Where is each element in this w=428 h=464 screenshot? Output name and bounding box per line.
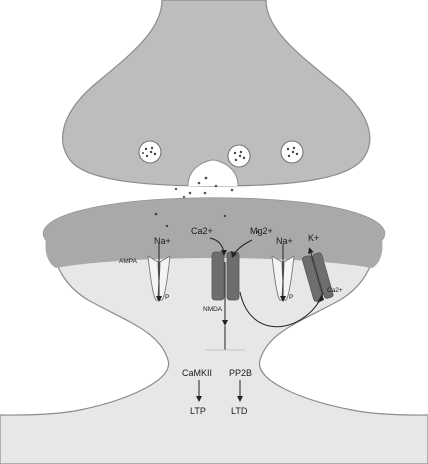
ampa-label: AMPA — [119, 258, 138, 265]
vesicle-middle — [227, 144, 251, 168]
calcium-channel-label: Ca2+ — [327, 287, 343, 294]
postsynaptic-density — [43, 198, 385, 268]
presynaptic-terminal — [62, 0, 371, 187]
phospho-left-label: P — [165, 294, 169, 301]
vesicle-right — [280, 140, 304, 164]
potassium-channel — [301, 247, 334, 302]
sodium-left-label: Na+ — [154, 236, 171, 246]
magnesium-arrow — [233, 239, 253, 255]
sodium-right-label: Na+ — [276, 236, 293, 246]
camkii-label: CaMKII — [182, 368, 212, 378]
potassium-label: K+ — [308, 233, 319, 243]
pp2b-label: PP2B — [229, 368, 252, 378]
nmda-receptor — [211, 251, 240, 326]
vesicle-left — [138, 140, 162, 164]
ltd-label: LTD — [231, 406, 248, 416]
ampa-receptor-left — [147, 244, 171, 302]
phospho-right-label: P — [289, 294, 293, 301]
ampa-receptor-right — [271, 244, 295, 302]
signalling-curve-arrow — [239, 291, 321, 328]
calcium-top-label: Ca2+ — [191, 226, 213, 236]
density-particles — [154, 212, 260, 234]
ltp-label: LTP — [190, 406, 206, 416]
magnesium-label: Mg2+ — [250, 226, 273, 236]
nmda-label: NMDA — [203, 306, 223, 313]
release-pore — [187, 159, 239, 187]
